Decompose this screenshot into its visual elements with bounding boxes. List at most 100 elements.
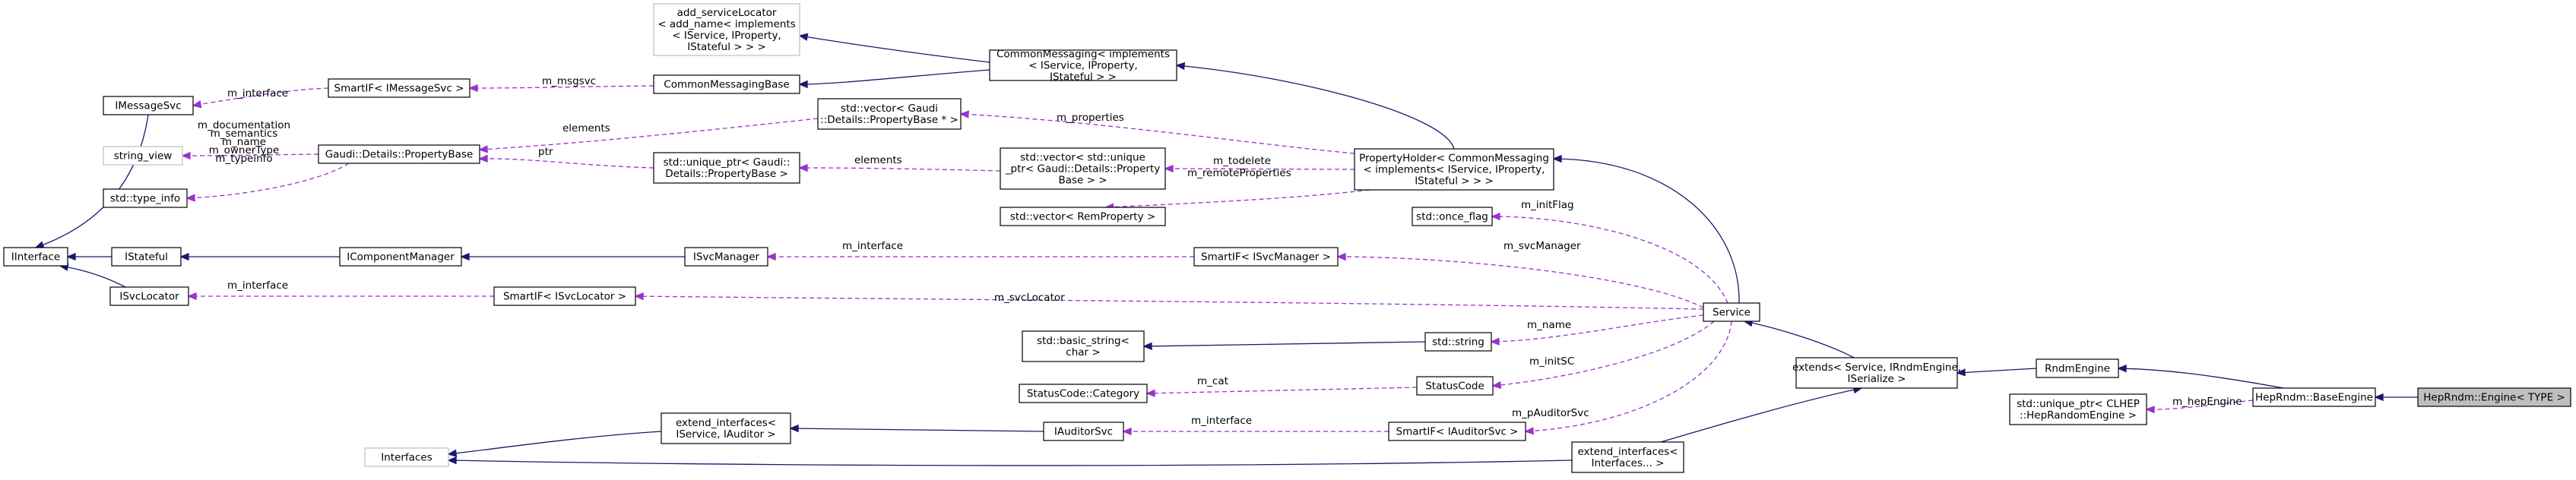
class-node-hep-engine-tpl[interactable]: HepRndm::Engine< TYPE >: [2417, 387, 2571, 407]
class-node-i-component-manager[interactable]: IComponentManager: [339, 247, 462, 267]
class-node-type-info[interactable]: std::type_info: [103, 188, 188, 208]
usage-arrowhead: [1491, 212, 1500, 221]
class-node-box: [1354, 148, 1554, 191]
class-node-service[interactable]: Service: [1703, 302, 1760, 322]
class-node-i-interface[interactable]: IInterface: [3, 247, 68, 267]
class-node-box: [2009, 393, 2147, 425]
class-node-box: [1412, 207, 1493, 226]
class-node-status-code-category[interactable]: StatusCode::Category: [1019, 384, 1148, 403]
class-node-label: Details::PropertyBase >: [665, 168, 788, 180]
class-node-label: ::HepRandomEngine >: [2020, 409, 2137, 422]
class-node-status-code[interactable]: StatusCode: [1416, 376, 1494, 396]
class-node-label: std::basic_string<: [1037, 335, 1130, 347]
class-node-label: StatusCode::Category: [1027, 388, 1139, 400]
class-node-box: [1388, 422, 1526, 441]
class-node-box: [1000, 147, 1166, 190]
class-node-i-message-svc[interactable]: IMessageSvc: [103, 96, 194, 115]
class-node-smart-if-svc-manager[interactable]: SmartIF< ISvcManager >: [1193, 247, 1339, 267]
class-node-string-view[interactable]: string_view: [103, 146, 183, 166]
edge-label-m-remoteproperties: m_remoteProperties: [1187, 167, 1291, 179]
usage-arrowhead: [2145, 406, 2155, 414]
class-node-i-svc-manager[interactable]: ISvcManager: [684, 247, 768, 267]
class-node-label: < implements< IService, IProperty,: [1364, 164, 1545, 176]
class-node-box: [1193, 247, 1339, 267]
usage-arrowhead: [192, 100, 202, 109]
usage-arrowhead: [1145, 389, 1155, 397]
class-node-smart-if-svc-locator[interactable]: SmartIF< ISvcLocator >: [493, 286, 636, 306]
class-node-label: IStateful > >: [1050, 71, 1117, 84]
usage-line: [186, 163, 350, 199]
usage-line: [1525, 321, 1732, 432]
edge-label-m-initflag: m_initFlag: [1521, 199, 1574, 211]
usage-line: [479, 158, 654, 169]
class-node-basic-string[interactable]: std::basic_string<char >: [1022, 330, 1145, 362]
edge-label-propertybasemembers: m_semantics: [211, 128, 278, 140]
inheritance-line: [448, 459, 1573, 466]
class-node-smart-if-auditor-svc[interactable]: SmartIF< IAuditorSvc >: [1388, 422, 1526, 441]
class-node-extend-interfaces-auditor[interactable]: extend_interfaces<IService, IAuditor >: [661, 412, 791, 444]
class-node-vector-rem-property[interactable]: std::vector< RemProperty >: [1000, 207, 1166, 226]
usage-arrowhead: [185, 194, 195, 202]
class-node-base-engine[interactable]: HepRndm::BaseEngine: [2252, 387, 2376, 407]
class-node-label: SmartIF< ISvcLocator >: [503, 291, 626, 303]
class-node-property-base[interactable]: Gaudi::Details::PropertyBase: [318, 144, 480, 164]
inheritance-arrowhead: [66, 252, 76, 261]
class-node-label: extend_interfaces<: [676, 417, 776, 429]
class-node-once-flag[interactable]: std::once_flag: [1412, 207, 1493, 226]
class-node-box: [2036, 358, 2119, 378]
class-node-common-messaging-impl[interactable]: CommonMessaging< implements< IService, I…: [989, 49, 1177, 84]
class-node-extend-interfaces-dots[interactable]: extend_interfaces<Interfaces... >: [1571, 441, 1684, 473]
inheritance-arrowhead: [460, 252, 470, 261]
usage-arrowhead: [959, 110, 969, 118]
inheritance-line: [1553, 158, 1740, 304]
inheritance-line: [1176, 65, 1455, 150]
usage-arrowhead: [1490, 337, 1500, 346]
edge-label-m-svclocator: m_svcLocator: [994, 292, 1065, 304]
class-node-box: [653, 152, 800, 184]
class-node-label: IAuditorSvc: [1054, 426, 1113, 438]
usage-edge: [798, 163, 1001, 172]
inheritance-arrowhead: [798, 33, 809, 41]
class-node-common-messaging-base[interactable]: CommonMessagingBase: [653, 74, 800, 94]
class-node-label: CommonMessagingBase: [664, 79, 789, 91]
inheritance-edge: [447, 431, 662, 457]
usage-arrowhead: [634, 292, 644, 301]
class-node-std-string[interactable]: std::string: [1424, 332, 1492, 352]
class-node-vector-property-base[interactable]: std::vector< Gaudi::Details::PropertyBas…: [817, 98, 962, 130]
class-node-rndm-engine[interactable]: RndmEngine: [2036, 358, 2119, 378]
class-node-add-service-locator[interactable]: add_serviceLocator< add_name< implements…: [653, 3, 800, 56]
class-node-i-svc-locator[interactable]: ISvcLocator: [109, 286, 189, 306]
class-node-box: [103, 188, 188, 208]
usage-arrowhead: [468, 84, 478, 93]
class-node-label: Interfaces: [381, 452, 432, 464]
usage-edge: [1491, 212, 1728, 304]
class-node-i-stateful[interactable]: IStateful: [111, 247, 182, 267]
usage-edge: [192, 87, 329, 109]
class-node-box: [661, 412, 791, 444]
edge-label-propertybasemembers: m_name: [222, 136, 266, 148]
inheritance-edge: [789, 424, 1044, 433]
usage-edge: [187, 292, 494, 301]
usage-arrowhead: [181, 151, 191, 160]
class-node-smart-if-message-svc[interactable]: SmartIF< IMessageSvc >: [328, 78, 471, 98]
class-node-unique-clhep[interactable]: std::unique_ptr< CLHEP::HepRandomEngine …: [2009, 393, 2147, 425]
class-node-box: [2252, 387, 2376, 407]
class-node-label: add_serviceLocator: [677, 7, 777, 19]
inheritance-arrowhead: [447, 449, 458, 457]
inheritance-edge: [66, 252, 112, 261]
class-node-property-holder[interactable]: PropertyHolder< CommonMessaging< impleme…: [1354, 148, 1554, 191]
usage-arrowhead: [1164, 164, 1174, 173]
class-node-unique-property-base[interactable]: std::unique_ptr< Gaudi::Details::Propert…: [653, 152, 800, 184]
class-node-extends-rndm[interactable]: extends< Service, IRndmEngine,ISerialize…: [1792, 357, 1961, 389]
class-node-box: [1022, 330, 1145, 362]
class-node-i-auditor-svc[interactable]: IAuditorSvc: [1043, 422, 1124, 441]
class-node-label: HepRndm::BaseEngine: [2255, 392, 2373, 404]
inheritance-arrowhead: [1552, 154, 1562, 163]
inheritance-arrowhead: [34, 241, 45, 249]
usage-arrowhead: [187, 292, 197, 301]
class-node-vector-unique-ptr[interactable]: std::vector< std::unique_ptr< Gaudi::Det…: [1000, 147, 1166, 190]
class-node-box: [1000, 207, 1166, 226]
class-node-box: [684, 247, 768, 267]
inheritance-line: [1660, 387, 1862, 443]
class-node-interfaces[interactable]: Interfaces: [364, 447, 449, 467]
